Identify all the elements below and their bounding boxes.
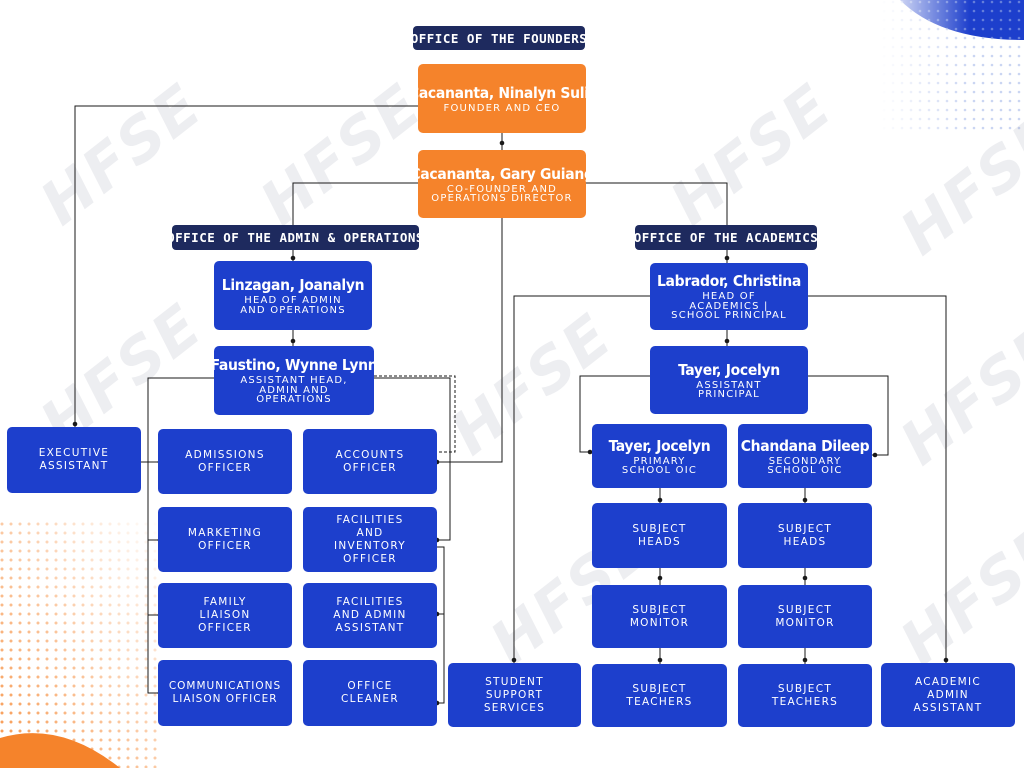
assistant-principal-card: Tayer, Jocelyn ASSISTANT PRINCIPAL (650, 346, 808, 414)
admin-head-name: Linzagan, Joanalyn (221, 276, 365, 294)
marketing-officer-label: MARKETING OFFICER (187, 526, 263, 552)
primary-subject-heads-card: SUBJECT HEADS (592, 503, 727, 568)
founder-ceo-card: Cacananta, Ninalyn Sulit FOUNDER AND CEO (409, 64, 595, 133)
primary-oic-name: Tayer, Jocelyn (608, 436, 711, 455)
secondary-subject-teachers-label: SUBJECT TEACHERS (771, 682, 839, 708)
academics-head-name: Labrador, Christina (656, 272, 802, 291)
secondary-subject-heads-card: SUBJECT HEADS (738, 503, 872, 568)
primary-subject-teachers-label: SUBJECT TEACHERS (626, 682, 693, 708)
office-cleaner-label: OFFICE CLEANER (341, 680, 399, 705)
admin-head-card: Linzagan, Joanalyn HEAD OF ADMIN AND OPE… (214, 261, 372, 330)
primary-subject-monitor-label: SUBJECT MONITOR (629, 603, 690, 629)
marketing-officer-card: MARKETING OFFICER (158, 507, 292, 572)
admissions-officer-card: ADMISSIONS OFFICER (158, 429, 292, 494)
assistant-principal-name: Tayer, Jocelyn (678, 360, 780, 379)
founder-ceo-name: Cacananta, Ninalyn Sulit (408, 83, 596, 102)
student-support-services-card: STUDENT SUPPORT SERVICES (448, 663, 581, 727)
family-liaison-officer-label: FAMILY LIAISON OFFICER (198, 596, 252, 634)
secondary-oic-card: Chandana Dileep SECONDARY SCHOOL OIC (738, 424, 872, 488)
secondary-subject-monitor-card: SUBJECT MONITOR (738, 585, 872, 648)
executive-assistant-label: EXECUTIVE ASSISTANT (38, 447, 110, 472)
primary-subject-teachers-card: SUBJECT TEACHERS (592, 664, 727, 727)
founder-ceo-role: FOUNDER AND CEO (443, 102, 561, 114)
secondary-oic-role: SECONDARY SCHOOL OIC (767, 455, 843, 476)
facilities-inventory-officer-label: FACILITIES AND INVENTORY OFFICER (333, 513, 407, 565)
cofounder-role: CO-FOUNDER AND OPERATIONS DIRECTOR (431, 183, 573, 204)
secondary-subject-heads-label: SUBJECT HEADS (777, 522, 833, 548)
section-academics: OFFICE OF THE ACADEMICS (634, 225, 818, 250)
accounts-officer-label: ACCOUNTS OFFICER (335, 448, 405, 474)
academics-head-role: HEAD OF ACADEMICS | SCHOOL PRINCIPAL (671, 291, 787, 322)
assistant-principal-role: ASSISTANT PRINCIPAL (696, 379, 762, 400)
academic-admin-assistant-card: ACADEMIC ADMIN ASSISTANT (881, 663, 1015, 727)
facilities-admin-assistant-label: FACILITIES AND ADMIN ASSISTANT (333, 596, 407, 634)
primary-subject-heads-label: SUBJECT HEADS (632, 522, 687, 548)
student-support-services-label: STUDENT SUPPORT SERVICES (483, 675, 546, 714)
communications-liaison-officer-label: COMMUNICATIONS LIAISON OFFICER (168, 680, 282, 705)
section-founders: OFFICE OF THE FOUNDERS (411, 26, 587, 50)
primary-oic-card: Tayer, Jocelyn PRIMARY SCHOOL OIC (592, 424, 727, 488)
executive-assistant-card: EXECUTIVE ASSISTANT (7, 427, 141, 493)
accounts-officer-card: ACCOUNTS OFFICER (303, 429, 437, 494)
secondary-subject-monitor-label: SUBJECT MONITOR (775, 603, 835, 629)
cofounder-name: Cacananta, Gary Guiang (410, 164, 594, 183)
admin-asst-head-name: Faustino, Wynne Lynn (210, 356, 378, 375)
communications-liaison-officer-card: COMMUNICATIONS LIAISON OFFICER (158, 660, 292, 726)
admin-head-role: HEAD OF ADMIN AND OPERATIONS (240, 295, 346, 316)
primary-oic-role: PRIMARY SCHOOL OIC (621, 455, 698, 476)
facilities-inventory-officer-card: FACILITIES AND INVENTORY OFFICER (303, 507, 437, 572)
secondary-subject-teachers-card: SUBJECT TEACHERS (738, 664, 872, 727)
secondary-oic-name: Chandana Dileep (740, 436, 870, 455)
family-liaison-officer-card: FAMILY LIAISON OFFICER (158, 583, 292, 648)
facilities-admin-assistant-card: FACILITIES AND ADMIN ASSISTANT (303, 583, 437, 648)
office-cleaner-card: OFFICE CLEANER (303, 660, 437, 726)
admissions-officer-label: ADMISSIONS OFFICER (185, 448, 265, 474)
admin-asst-head-card: Faustino, Wynne Lynn ASSISTANT HEAD, ADM… (211, 346, 378, 415)
section-admin-operations: OFFICE OF THE ADMIN & OPERATIONS (167, 225, 423, 250)
academic-admin-assistant-label: ACADEMIC ADMIN ASSISTANT (913, 675, 983, 714)
admin-asst-head-role: ASSISTANT HEAD, ADMIN AND OPERATIONS (240, 375, 348, 406)
cofounder-card: Cacananta, Gary Guiang CO-FOUNDER AND OP… (410, 150, 594, 218)
primary-subject-monitor-card: SUBJECT MONITOR (592, 585, 727, 648)
academics-head-card: Labrador, Christina HEAD OF ACADEMICS | … (650, 263, 808, 330)
